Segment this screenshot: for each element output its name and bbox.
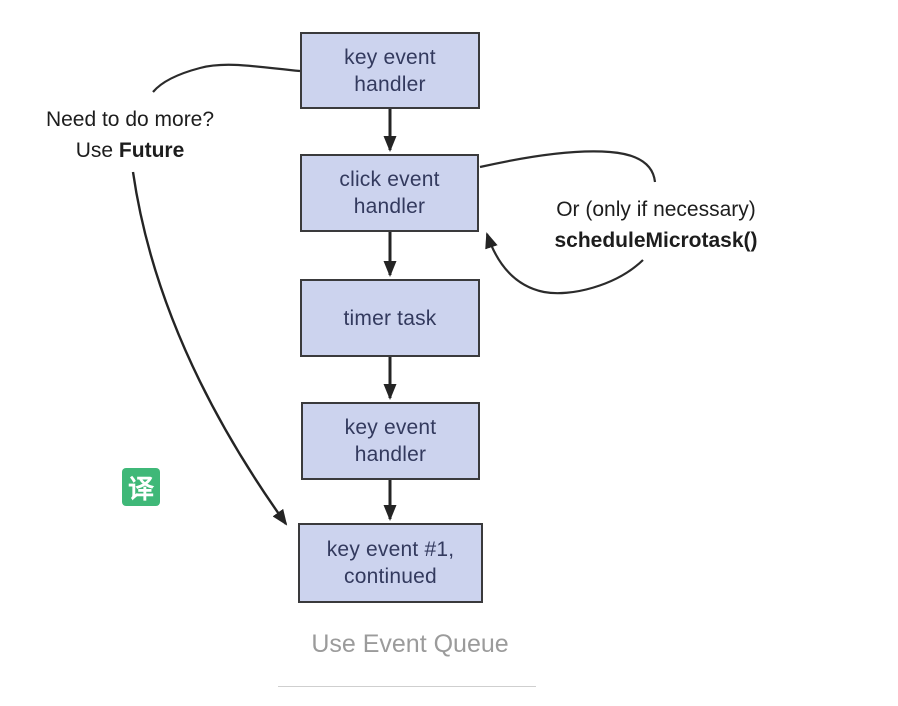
right-note: Or (only if necessary) scheduleMicrotask… [524,194,788,256]
bottom-divider [278,686,536,687]
left-note-line2: Use Future [75,139,185,162]
left-note-line1: Need to do more? [45,108,215,131]
box-label-line: handler [354,72,426,96]
box-label-line: handler [353,195,426,218]
right-note-line1: Or (only if necessary) [556,198,756,221]
translate-badge[interactable]: 译 [122,468,160,506]
translate-badge-label: 译 [127,473,154,504]
box-key-event-continued: key event #1, continued [298,523,483,603]
diagram-caption: Use Event Queue [311,630,509,658]
box-click-event-handler: click event handler [300,154,479,232]
box-label-line: key event #1, [326,538,455,561]
box-key-event-handler-1: key event handler [300,32,480,109]
box-label-line: timer task [343,306,437,330]
curve-to-right-note [479,150,657,183]
box-timer-task: timer task [300,279,480,357]
box-label-line: handler [354,443,427,466]
box-label-line: click event [339,168,440,191]
box-label-line: key event [344,416,437,439]
box-label-line: continued [344,565,437,588]
curve-to-left-note [152,63,301,93]
left-note: Need to do more? Use Future [18,104,242,166]
left-note-future-keyword: Future [118,139,185,162]
box-key-event-handler-2: key event handler [301,402,480,480]
box-label-line: key event [344,45,436,69]
right-note-schedulemicrotask: scheduleMicrotask() [554,229,758,252]
